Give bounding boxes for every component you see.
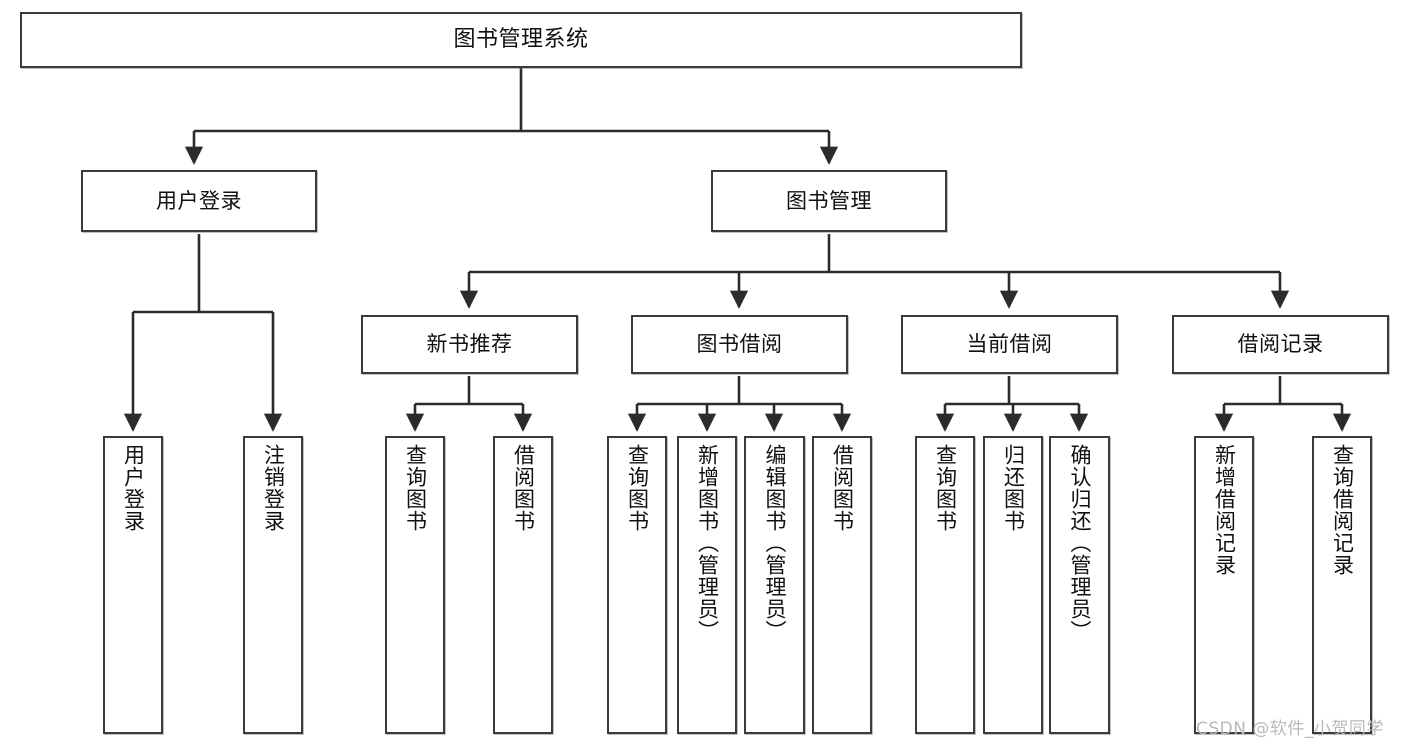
node-current-borrow-label: 当前借阅	[966, 332, 1053, 357]
node-book-borrow-label: 图书借阅	[696, 332, 783, 357]
node-leaf-logout-login-label: 注销登录	[261, 444, 286, 532]
node-root-system-label: 图书管理系统	[453, 27, 589, 53]
node-book-manage-label: 图书管理	[786, 188, 872, 213]
node-current-borrow[interactable]: 当前借阅	[901, 315, 1118, 374]
node-leaf-borrow-book-2[interactable]: 借阅图书	[812, 436, 872, 734]
node-leaf-edit-book[interactable]: 编辑图书（管理员）	[744, 436, 805, 734]
node-leaf-return-book-label: 归还图书	[1001, 444, 1026, 532]
node-leaf-query-record[interactable]: 查询借阅记录	[1312, 436, 1372, 734]
node-leaf-query-book-2[interactable]: 查询图书	[607, 436, 667, 734]
node-leaf-logout-login[interactable]: 注销登录	[243, 436, 303, 734]
node-leaf-add-book[interactable]: 新增图书（管理员）	[677, 436, 737, 734]
node-leaf-confirm-return-label: 确认归还（管理员）	[1068, 444, 1092, 642]
node-leaf-borrow-book-2-label: 借阅图书	[830, 444, 855, 532]
node-root-system[interactable]: 图书管理系统	[20, 12, 1022, 68]
node-leaf-return-book[interactable]: 归还图书	[983, 436, 1043, 734]
node-book-manage[interactable]: 图书管理	[711, 170, 947, 232]
node-leaf-query-record-label: 查询借阅记录	[1330, 444, 1355, 576]
node-leaf-query-book-3[interactable]: 查询图书	[915, 436, 975, 734]
node-user-login[interactable]: 用户登录	[81, 170, 317, 232]
node-leaf-query-book-1[interactable]: 查询图书	[385, 436, 445, 734]
node-leaf-query-book-1-label: 查询图书	[403, 444, 428, 532]
node-book-borrow[interactable]: 图书借阅	[631, 315, 848, 374]
node-leaf-confirm-return[interactable]: 确认归还（管理员）	[1049, 436, 1110, 734]
node-leaf-edit-book-label: 编辑图书（管理员）	[763, 444, 787, 642]
node-leaf-query-book-3-label: 查询图书	[933, 444, 958, 532]
node-user-login-label: 用户登录	[156, 188, 242, 213]
node-leaf-add-record-label: 新增借阅记录	[1212, 444, 1237, 576]
node-leaf-borrow-book-1[interactable]: 借阅图书	[493, 436, 553, 734]
node-leaf-user-login-label: 用户登录	[121, 444, 146, 532]
node-borrow-record-label: 借阅记录	[1237, 332, 1324, 357]
node-leaf-add-record[interactable]: 新增借阅记录	[1194, 436, 1254, 734]
node-leaf-user-login[interactable]: 用户登录	[103, 436, 163, 734]
node-leaf-borrow-book-1-label: 借阅图书	[511, 444, 536, 532]
node-borrow-record[interactable]: 借阅记录	[1172, 315, 1389, 374]
node-new-book-recommend[interactable]: 新书推荐	[361, 315, 578, 374]
node-leaf-query-book-2-label: 查询图书	[625, 444, 650, 532]
csdn-watermark: CSDN @软件_小贺同学	[1196, 719, 1384, 739]
node-leaf-add-book-label: 新增图书（管理员）	[695, 444, 720, 642]
node-new-book-recommend-label: 新书推荐	[426, 332, 513, 357]
